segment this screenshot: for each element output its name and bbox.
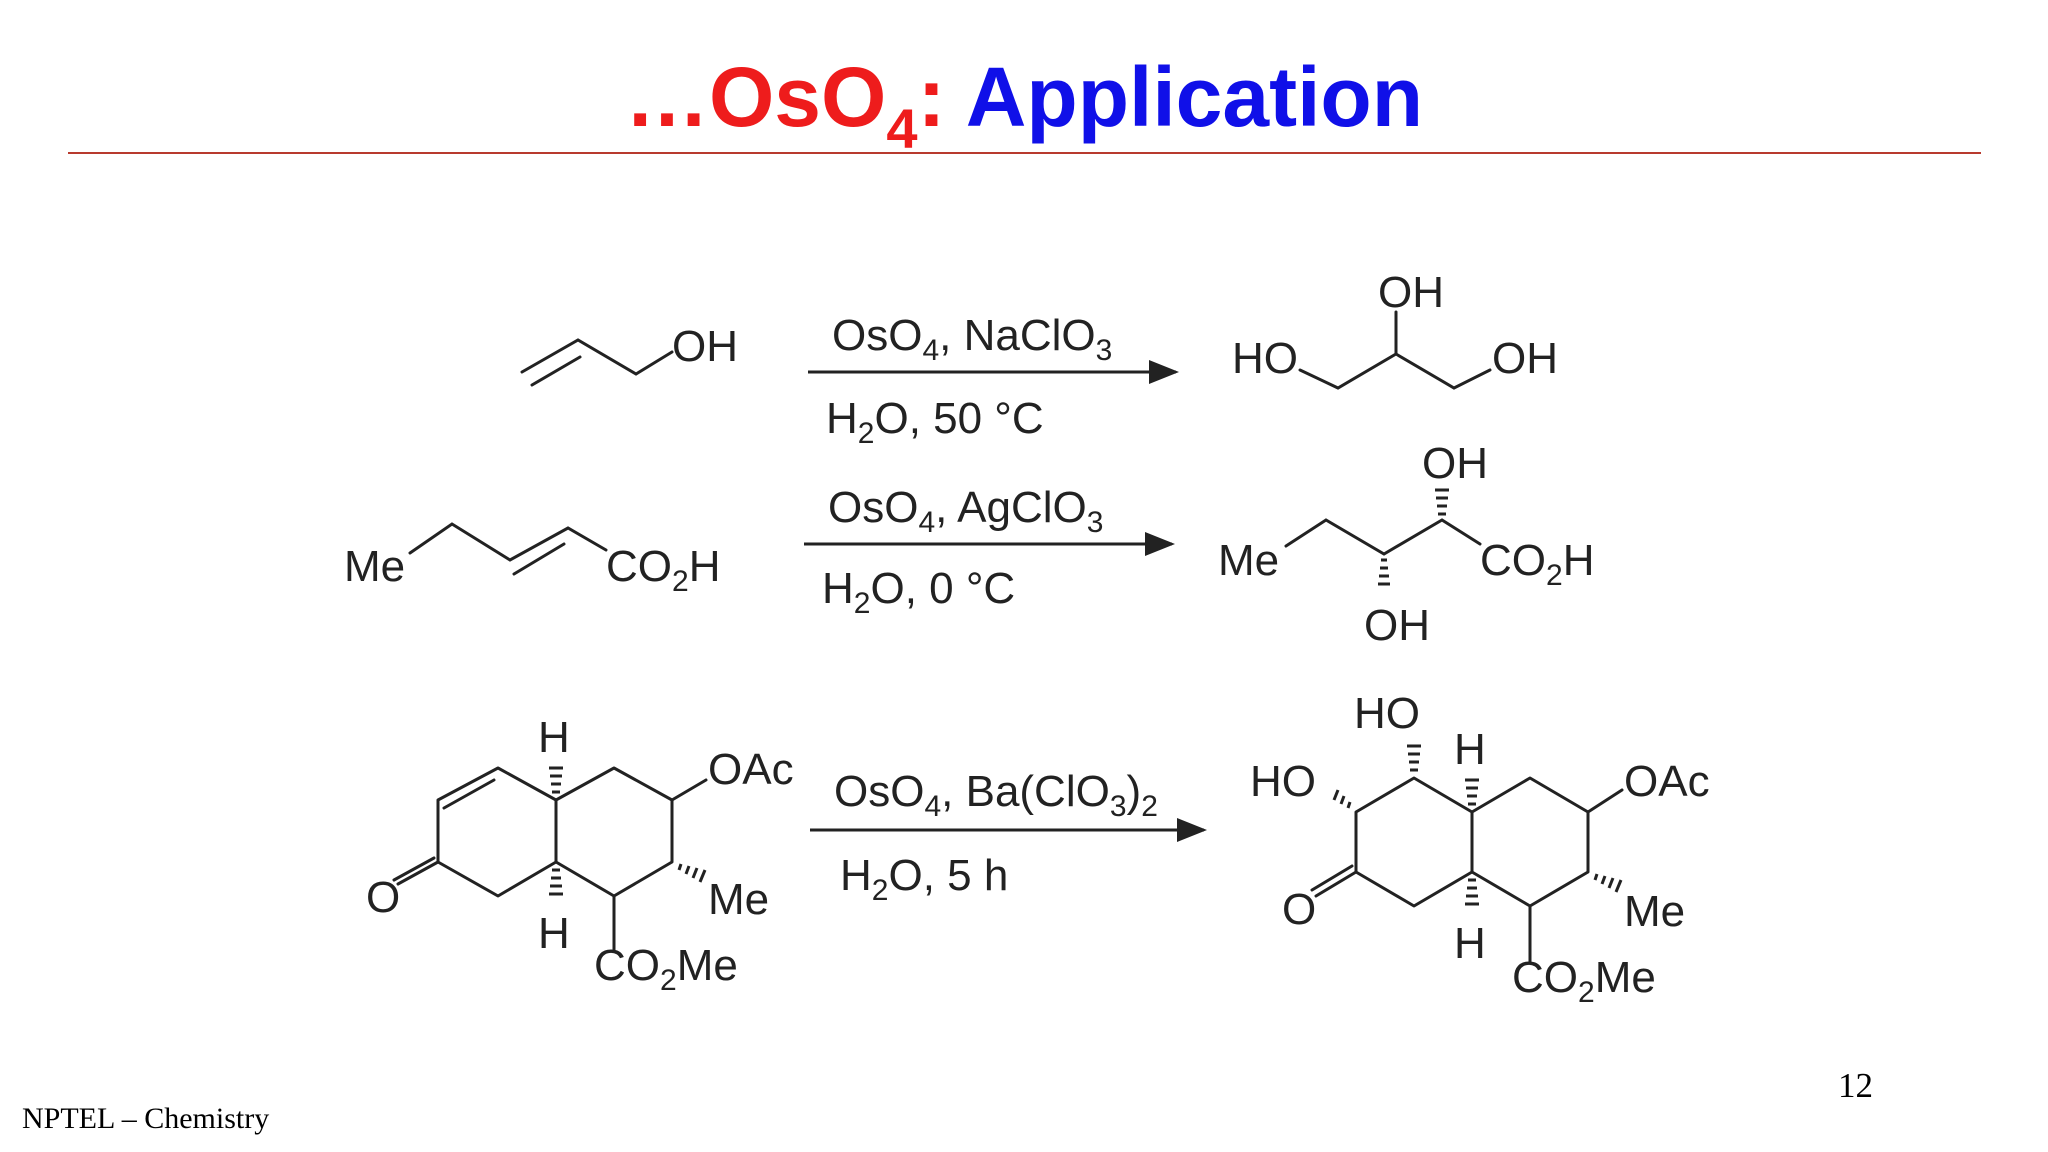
product-3-oac: OAc <box>1624 757 1710 806</box>
reagent-1-top: OsO4, NaClO3 <box>832 311 1112 367</box>
reactant-3-oac: OAc <box>708 745 794 794</box>
product-1-top-oh: OH <box>1378 268 1444 317</box>
product-3-co2me: CO2Me <box>1512 953 1656 1009</box>
reactant-3-top-h: H <box>538 713 570 762</box>
reaction-2: Me CO2H OsO4, AgClO3 H2O, 0 °C OH Me <box>344 439 1594 650</box>
page-number: 12 <box>1838 1066 1873 1105</box>
diol-octalone-structure <box>1310 776 1624 964</box>
allyl-alcohol-structure <box>520 338 674 387</box>
product-2-top-oh: OH <box>1422 439 1488 488</box>
title-subscript: 4 <box>886 97 918 160</box>
reactant-3-ketone-o: O <box>366 873 400 922</box>
hashed-wedge-bonds-3a <box>549 766 707 896</box>
reaction-1: OH OsO4, NaClO3 H2O, 50 °C OH HO OH <box>520 268 1558 450</box>
product-3-me: Me <box>1624 887 1685 936</box>
octalone-structure <box>392 766 708 952</box>
title-rest: Application <box>965 50 1424 144</box>
product-1-right-oh: OH <box>1492 334 1558 383</box>
reactant-1-oh: OH <box>672 322 738 371</box>
reactant-2-me: Me <box>344 542 405 591</box>
product-3-top-h: H <box>1454 725 1486 774</box>
title-divider <box>68 152 1981 154</box>
reagent-3-bottom: H2O, 5 h <box>840 851 1008 907</box>
reagent-3-top: OsO4, Ba(ClO3)2 <box>834 767 1158 823</box>
title-colon: : <box>917 50 946 144</box>
product-1-left-ho: HO <box>1232 334 1298 383</box>
slide-title: …OsO4: Application <box>0 42 2048 157</box>
reagent-2-bottom: H2O, 0 °C <box>822 564 1015 620</box>
product-3-left-ho: HO <box>1250 757 1316 806</box>
title-prefix: …OsO <box>624 50 887 144</box>
glycerol-structure <box>1298 310 1492 390</box>
product-3-ketone-o: O <box>1282 885 1316 934</box>
product-3-top-ho: HO <box>1354 689 1420 738</box>
hashed-wedge-bonds-3b <box>1332 744 1623 906</box>
reactant-3-me: Me <box>708 875 769 924</box>
pentenoic-acid-structure <box>408 522 608 576</box>
reactant-3-co2me: CO2Me <box>594 941 738 997</box>
footer-course-label: NPTEL – Chemistry <box>22 1102 270 1135</box>
reactant-2-co2h: CO2H <box>606 542 720 598</box>
reagent-1-bottom: H2O, 50 °C <box>826 394 1044 450</box>
dihydroxy-acid-structure <box>1284 518 1482 556</box>
reagent-2-top: OsO4, AgClO3 <box>828 483 1103 539</box>
product-2-bottom-oh: OH <box>1364 601 1430 650</box>
reaction-3: H <box>366 689 1710 1009</box>
hashed-wedge-bonds-2 <box>1378 488 1449 586</box>
product-3-bottom-h: H <box>1454 919 1486 968</box>
reactant-3-bottom-h: H <box>538 909 570 958</box>
product-2-me: Me <box>1218 536 1279 585</box>
product-2-co2h: CO2H <box>1480 536 1594 592</box>
